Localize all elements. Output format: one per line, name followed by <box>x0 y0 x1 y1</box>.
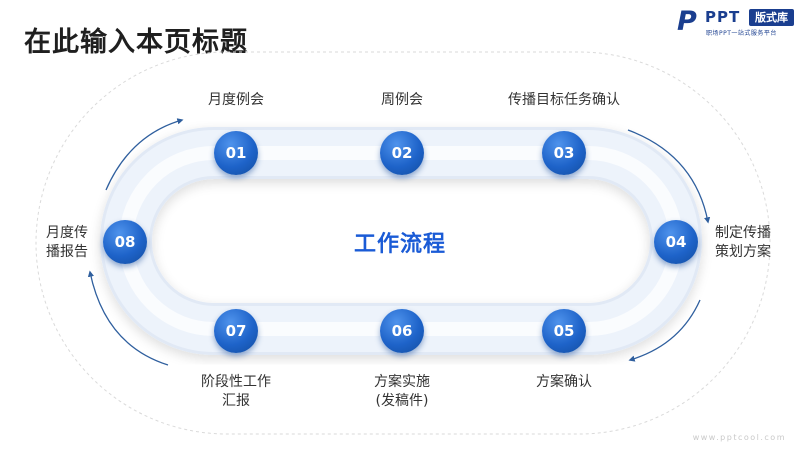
logo-badge: 版式库 <box>749 9 794 26</box>
step-label-02: 周例会 <box>381 92 423 108</box>
step-label-06: 方案实施 (发稿件) <box>352 373 452 411</box>
step-label-07-line1: 阶段性工作 <box>201 374 271 390</box>
watermark: www.pptcool.com <box>692 433 786 442</box>
step-label-08-line1: 月度传 <box>46 225 88 241</box>
step-label-06-line1: 方案实施 <box>374 374 430 390</box>
step-label-07-line2: 汇报 <box>222 393 250 409</box>
flow-arrow-bottom-left <box>87 270 169 366</box>
logo-mark-icon: P <box>677 6 697 37</box>
step-label-07: 阶段性工作 汇报 <box>186 373 286 411</box>
center-title: 工作流程 <box>353 232 446 257</box>
step-node-01: 01 <box>214 131 258 175</box>
outer-dashed-ring <box>35 51 771 435</box>
step-node-04: 04 <box>654 220 698 264</box>
step-label-05: 方案确认 <box>536 374 592 390</box>
step-label-06-line2: (发稿件) <box>375 393 429 409</box>
flow-arrow-top-right <box>627 129 711 224</box>
step-label-08-line2: 播报告 <box>46 244 88 260</box>
step-label-04-line2: 策划方案 <box>715 244 771 260</box>
step-label-04: 制定传播 策划方案 <box>708 224 778 262</box>
step-label-08: 月度传 播报告 <box>38 224 96 262</box>
step-node-08: 08 <box>103 220 147 264</box>
logo-brand-text: PPT <box>705 8 741 26</box>
logo-tagline: 职场PPT一站式服务平台 <box>706 30 777 37</box>
step-node-07: 07 <box>214 309 258 353</box>
flow-arrow-bottom-right <box>628 299 701 362</box>
step-node-03: 03 <box>542 131 586 175</box>
step-node-06: 06 <box>380 309 424 353</box>
step-label-03: 传播目标任务确认 <box>508 92 620 108</box>
step-label-04-line1: 制定传播 <box>715 225 771 241</box>
brand-logo: P PPT 版式库 职场PPT一站式服务平台 <box>677 8 795 38</box>
step-label-01: 月度例会 <box>208 92 264 108</box>
step-node-02: 02 <box>380 131 424 175</box>
flow-arrow-top-left <box>105 118 184 191</box>
step-node-05: 05 <box>542 309 586 353</box>
